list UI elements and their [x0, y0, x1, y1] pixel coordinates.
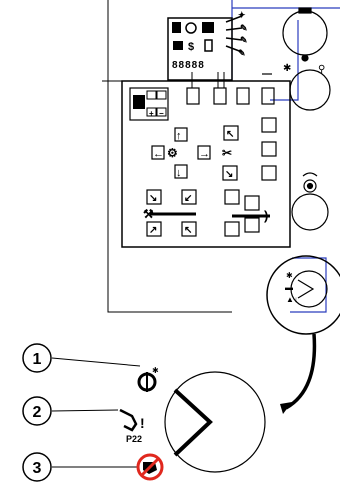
svg-text:✎: ✎: [240, 35, 248, 45]
svg-text:▲↓: ▲↓: [286, 295, 298, 304]
svg-text:↙: ↙: [184, 193, 192, 204]
svg-text:←: ←: [153, 148, 164, 160]
blue-frame: [231, 0, 340, 313]
svg-text:✦: ✦: [238, 10, 246, 20]
warning-icon: [173, 41, 183, 50]
svg-text:▬: ▬: [285, 283, 293, 292]
selector-knob-small: ✱ ▬ ▲↓: [266, 255, 340, 335]
callout-2-label: P22: [126, 434, 142, 444]
svg-text:−: −: [159, 109, 164, 118]
engine-icon-red-circle: [136, 453, 164, 481]
callout-1-number: 1: [33, 351, 42, 368]
svg-text:↘: ↘: [225, 169, 233, 180]
svg-text:✎: ✎: [238, 48, 246, 58]
svg-text:✱: ✱: [152, 366, 159, 375]
svg-text:): ): [264, 208, 268, 223]
oil-can-icon: [202, 22, 214, 33]
fuel-icon: [172, 22, 181, 33]
battery-icon: [204, 39, 213, 52]
svg-text:✂: ✂: [222, 146, 232, 160]
svg-text:⚒: ⚒: [143, 207, 154, 221]
callout-1: 1 ✱: [22, 343, 159, 392]
svg-text:⚲: ⚲: [318, 64, 325, 75]
control-block: + − ↑ ← → ↓ ⚙: [102, 72, 291, 248]
svg-text:↑: ↑: [176, 130, 182, 142]
svg-text:✱: ✱: [286, 271, 293, 280]
callout-2-number: 2: [33, 404, 42, 421]
svg-text:⚙: ⚙: [167, 146, 178, 160]
svg-text:↓: ↓: [176, 167, 182, 179]
callout-3: 3: [22, 452, 164, 482]
svg-text:↘: ↘: [149, 193, 157, 204]
panel-frame: [107, 0, 232, 313]
callout-3-number: 3: [33, 460, 42, 477]
engine-temp-icon: [185, 22, 197, 34]
display-digits: 88888: [172, 60, 205, 71]
svg-text:✱: ✱: [283, 63, 291, 74]
direction-pad: [151, 127, 211, 179]
right-gauges: ✱ ⚲: [262, 7, 331, 231]
selector-knob-large: [164, 371, 266, 473]
gearbox-pressure-icon: [119, 408, 138, 432]
callout-leaders: [51, 357, 141, 468]
svg-text:!: !: [140, 415, 145, 431]
svg-text:$: $: [188, 41, 194, 53]
svg-text:↖: ↖: [226, 129, 234, 140]
callout-2: 2 ! P22: [22, 396, 145, 444]
indicator-block: $ 88888 ✦ ✎ ✎ ✎: [167, 10, 248, 81]
indicator-arrows: [225, 15, 243, 53]
svg-text:↖: ↖: [184, 225, 192, 236]
svg-text:+: +: [149, 109, 154, 118]
svg-text:→: →: [199, 148, 210, 160]
svg-text:✎: ✎: [240, 23, 248, 33]
svg-text:↗: ↗: [149, 225, 157, 236]
zoom-arrow: [285, 333, 317, 410]
